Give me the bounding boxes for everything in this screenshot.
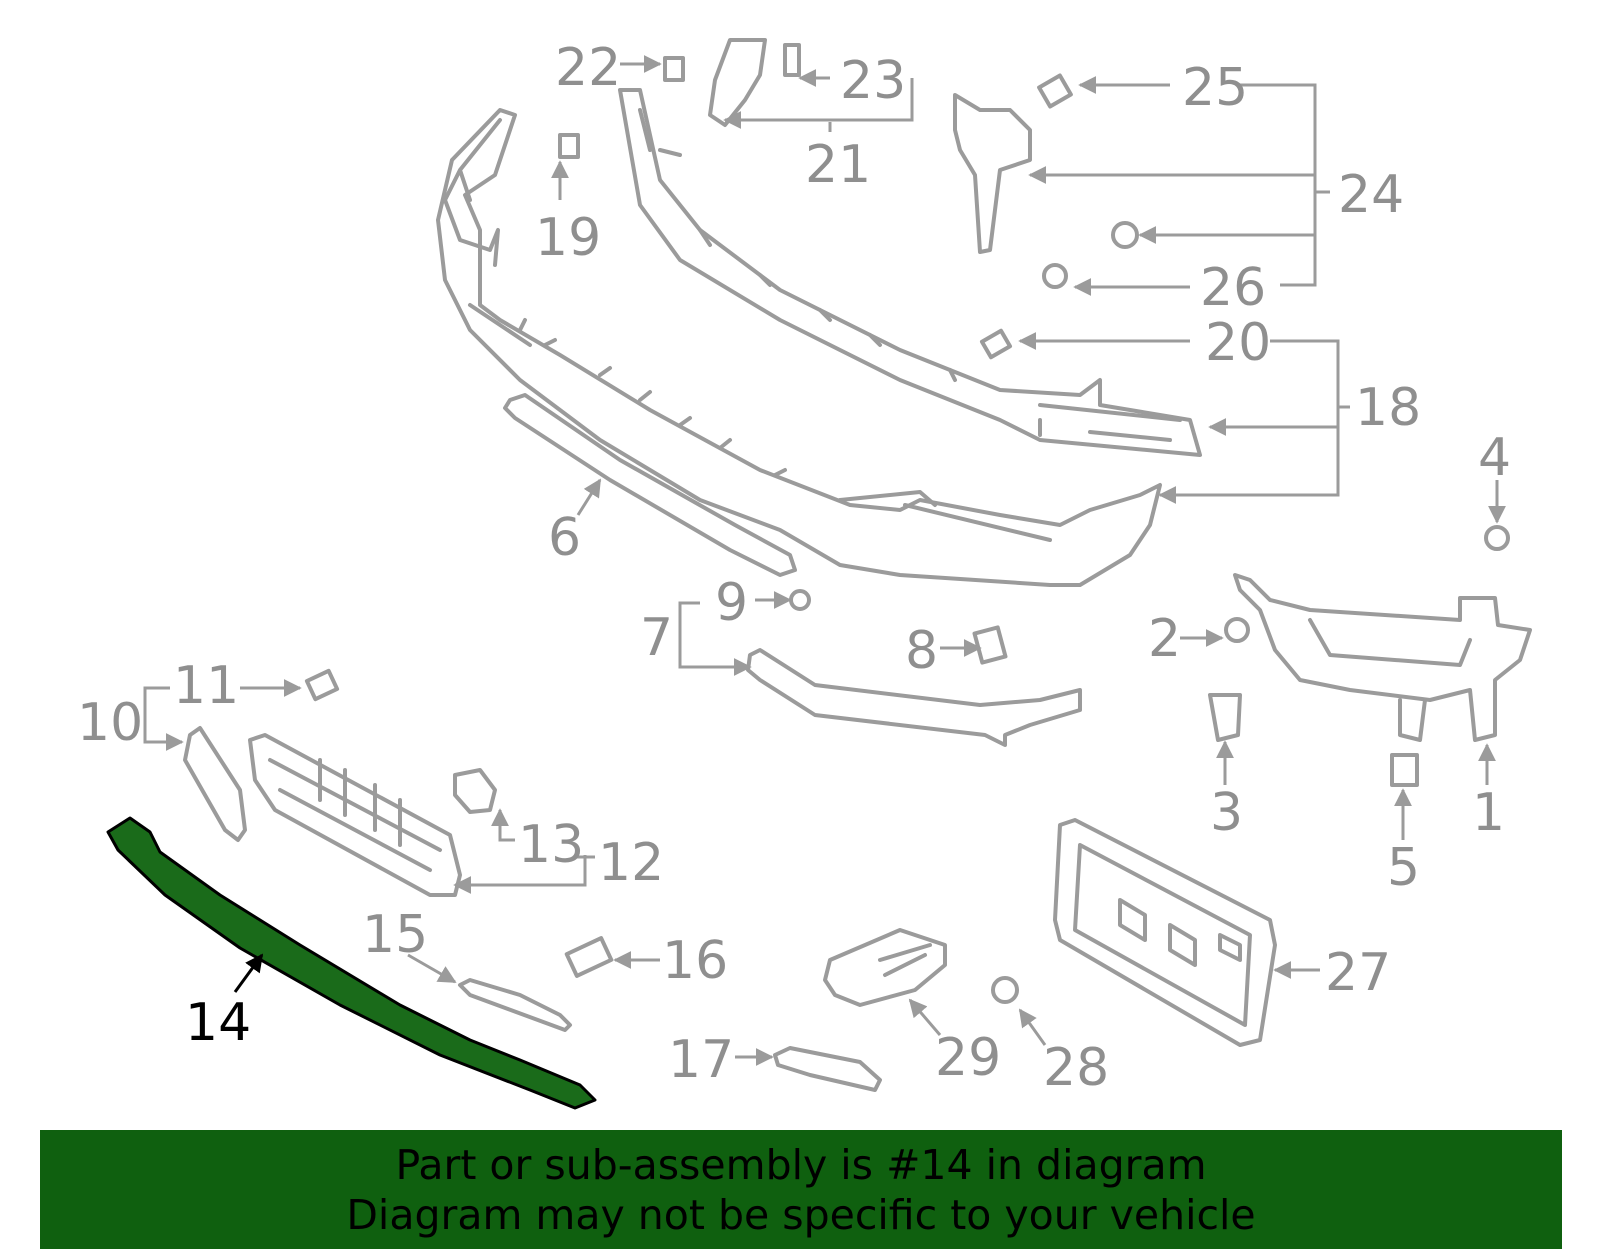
- callout-2: 2: [1148, 609, 1181, 669]
- callout-27: 27: [1325, 943, 1391, 1003]
- callout-13: 13: [518, 815, 584, 875]
- callout-12: 12: [598, 833, 664, 893]
- upper-absorber-part: [618, 88, 1202, 457]
- callout-25: 25: [1182, 58, 1248, 118]
- lower-molding-part: [746, 648, 1082, 747]
- license-plate-bracket-part: [1053, 818, 1277, 1047]
- callout-7: 7: [640, 608, 673, 668]
- callout-8: 8: [905, 621, 938, 681]
- reflector-part: [183, 726, 247, 842]
- callout-3: 3: [1210, 783, 1243, 843]
- info-banner: Part or sub-assembly is #14 in diagram D…: [40, 1130, 1562, 1249]
- callout-6: 6: [548, 508, 581, 568]
- callout-labels: 1 2 3 4 5 6 7 8 9 10 11 12 13 14 15 16 1…: [77, 38, 1511, 1098]
- clip-strip-part: [458, 978, 572, 1032]
- lower-grille-part: [248, 733, 462, 897]
- callout-18: 18: [1355, 378, 1421, 438]
- callout-26: 26: [1200, 258, 1266, 318]
- tow-hook-cover-part: [823, 928, 947, 1007]
- callout-4: 4: [1478, 428, 1511, 488]
- banner-line-part-number: Part or sub-assembly is #14 in diagram: [395, 1140, 1207, 1189]
- callout-5: 5: [1387, 838, 1420, 898]
- banner-line-disclaimer: Diagram may not be specific to your vehi…: [346, 1190, 1256, 1239]
- callout-14-selected: 14: [185, 993, 251, 1053]
- bracket-17-part: [773, 1046, 882, 1092]
- bumper-cover-part: [436, 108, 1162, 587]
- callout-20: 20: [1205, 313, 1271, 373]
- lower-trim-strip-part: [503, 393, 797, 577]
- callout-9: 9: [715, 573, 748, 633]
- leader-lines: [143, 55, 1506, 1066]
- callout-24: 24: [1338, 165, 1404, 225]
- fog-lamp-bracket-part: [1233, 573, 1532, 742]
- callout-17: 17: [668, 1030, 734, 1090]
- callout-29: 29: [935, 1028, 1001, 1088]
- callout-19: 19: [535, 208, 601, 268]
- selected-part-14[interactable]: [106, 816, 597, 1110]
- callout-28: 28: [1043, 1038, 1109, 1098]
- callout-11: 11: [173, 656, 239, 716]
- callout-10: 10: [77, 693, 143, 753]
- callout-22: 22: [555, 38, 621, 98]
- callout-21: 21: [805, 135, 871, 195]
- callout-1: 1: [1472, 783, 1505, 843]
- callout-16: 16: [662, 931, 728, 991]
- callout-23: 23: [840, 51, 906, 111]
- callout-15: 15: [362, 905, 428, 965]
